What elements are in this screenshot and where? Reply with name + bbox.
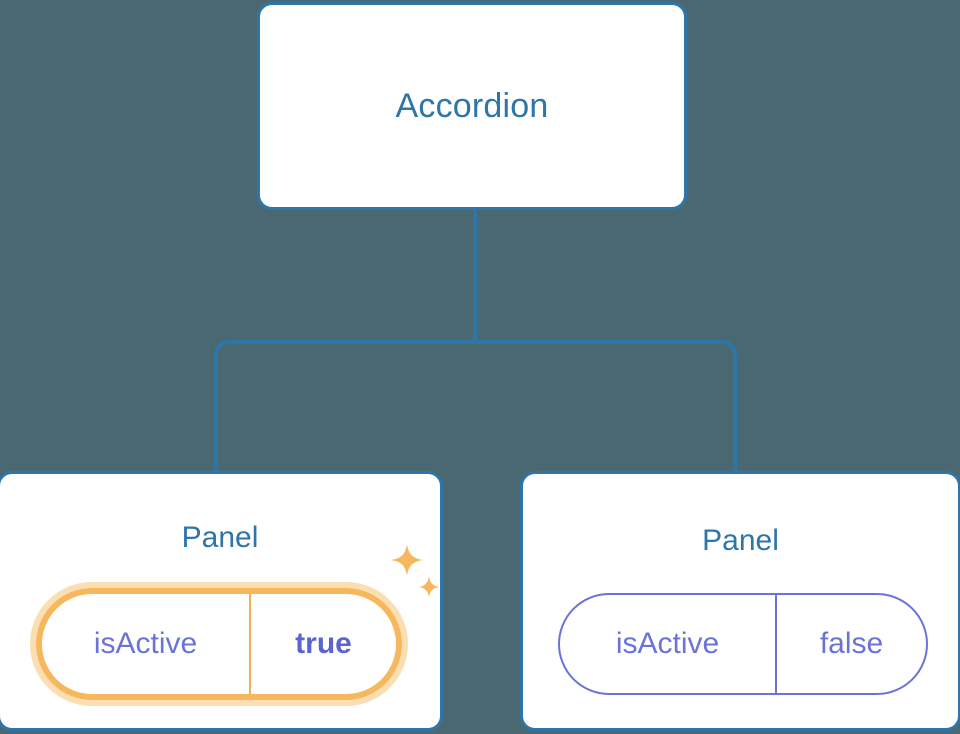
prop-key-label: isActive <box>615 627 720 660</box>
prop-pill-glow-ring <box>30 582 408 706</box>
prop-value-label: false <box>775 595 926 693</box>
connector-branch-left <box>214 340 477 473</box>
node-panel-inactive[interactable]: Panel isActive false <box>520 471 960 731</box>
connector-branch-right <box>473 340 737 473</box>
prop-pill-highlighted-wrapper: isActive true <box>30 582 408 706</box>
node-panel-inactive-title: Panel <box>702 524 779 557</box>
prop-value-label: true <box>249 594 396 694</box>
prop-pill-isactive-false[interactable]: isActive false <box>558 593 928 695</box>
node-accordion-title: Accordion <box>395 87 549 125</box>
node-panel-active[interactable]: Panel isActive true <box>0 471 443 731</box>
node-panel-active-title: Panel <box>181 521 259 554</box>
node-accordion[interactable]: Accordion <box>257 2 687 210</box>
prop-pill-isactive-true[interactable]: isActive true <box>36 588 402 700</box>
prop-key-label: isActive <box>93 627 198 660</box>
sparkle-icon-small <box>419 576 439 597</box>
